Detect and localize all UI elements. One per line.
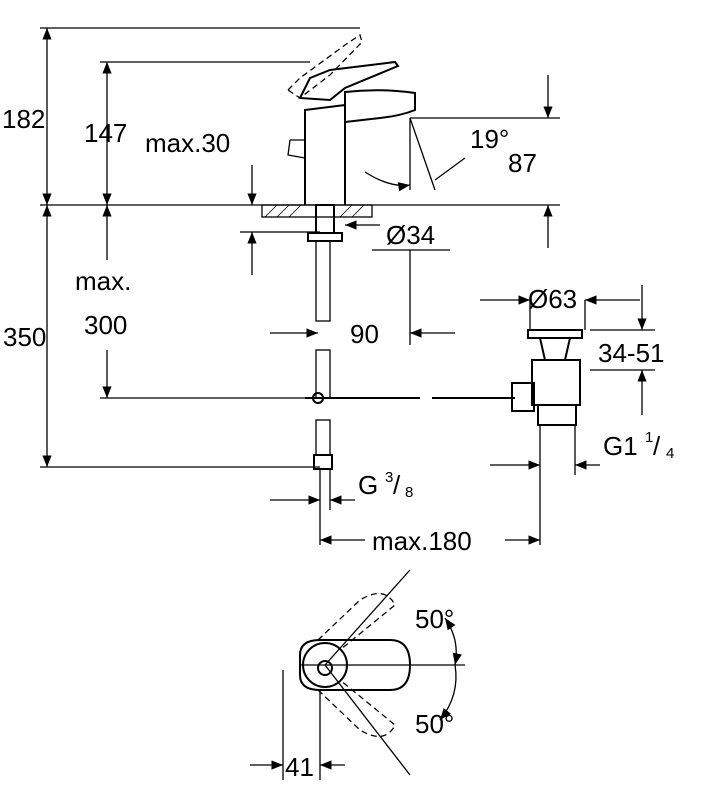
lever-top-view: 50° 50° 41 — [250, 569, 465, 782]
popup-rod — [305, 392, 515, 404]
label-87: 87 — [508, 148, 537, 178]
dimension-182: 182 — [2, 27, 360, 205]
label-350: 350 — [3, 322, 46, 352]
label-19-deg: 19° — [470, 124, 509, 154]
dimension-max30: max.30 — [145, 128, 320, 275]
faucet-body — [286, 33, 416, 242]
label-41: 41 — [285, 752, 314, 782]
dimension-d34: Ø34 — [345, 220, 450, 251]
label-g1: G1 — [603, 431, 638, 461]
dimension-max180: max.180 — [320, 526, 540, 556]
label-max: max. — [75, 266, 131, 296]
label-max30: max.30 — [145, 128, 230, 158]
label-50-deg-bottom: 50° — [415, 709, 454, 739]
dimension-147: 147 — [84, 61, 310, 205]
dimension-350: 350 — [3, 205, 320, 468]
label-300: 300 — [84, 310, 127, 340]
label-34-51: 34-51 — [598, 338, 665, 368]
dimension-g38: G 3 / 8 — [270, 469, 413, 505]
label-182: 182 — [2, 104, 45, 134]
label-g1-num: 1 — [645, 429, 653, 446]
label-d63: Ø63 — [528, 284, 577, 314]
drain-waste: Ø63 34-51 G1 1 / 4 — [480, 284, 674, 545]
dimension-max300: max. 300 — [75, 205, 305, 399]
label-g-num: 3 — [385, 469, 393, 486]
label-90: 90 — [350, 319, 379, 349]
label-g: G — [358, 470, 378, 500]
label-g1-den: 4 — [666, 445, 674, 462]
label-50-deg-top: 50° — [415, 604, 454, 634]
label-max180: max.180 — [372, 526, 472, 556]
label-d34: Ø34 — [386, 220, 435, 250]
label-147: 147 — [84, 118, 127, 148]
dimension-90: 90 — [270, 250, 455, 349]
svg-text:/: / — [653, 431, 661, 461]
dimension-87-19: 19° 87 — [364, 75, 560, 248]
label-g-den: 8 — [405, 484, 413, 501]
svg-text:/: / — [393, 470, 401, 500]
